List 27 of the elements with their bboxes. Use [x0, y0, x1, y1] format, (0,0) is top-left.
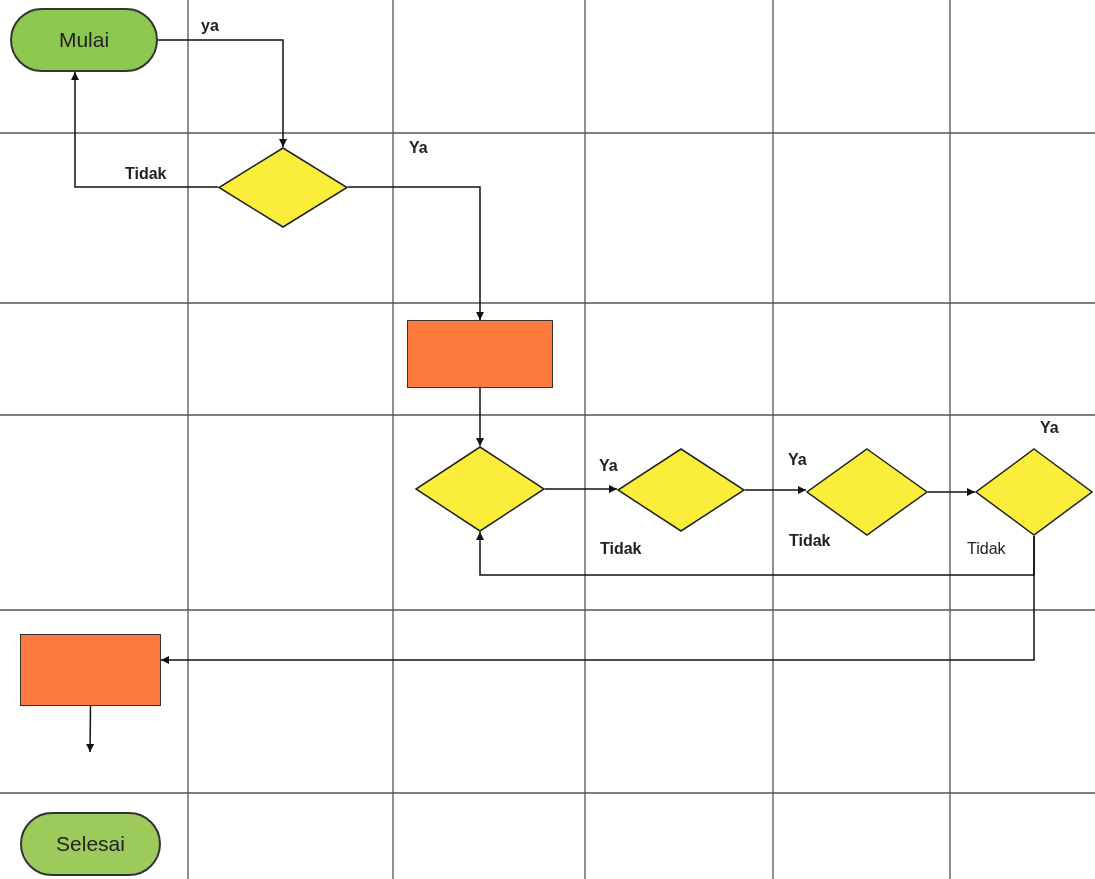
branch-label: Tidak	[789, 533, 831, 549]
arrow	[744, 486, 807, 494]
edge-label: Ya	[787, 452, 808, 468]
decision-diamond	[617, 448, 745, 532]
edge-label: Ya	[408, 140, 429, 156]
decision-diamond	[806, 448, 928, 536]
arrow	[71, 71, 219, 188]
decision-diamond	[415, 446, 545, 532]
terminal-box: Selesai	[20, 812, 161, 876]
arrow	[927, 488, 976, 496]
process-box	[407, 320, 553, 388]
arrow	[86, 705, 95, 753]
process-box	[20, 634, 161, 706]
arrow	[544, 485, 618, 493]
arrow	[476, 531, 1035, 576]
edge-label: Tidak	[124, 166, 168, 182]
arrow	[347, 186, 484, 321]
edge-label: Ya	[598, 458, 619, 474]
branch-label: Tidak	[967, 541, 1006, 557]
decision-diamond	[975, 448, 1093, 536]
decision-diamond	[218, 147, 348, 228]
arrow	[476, 387, 484, 447]
arrow	[157, 39, 287, 148]
terminal-box: Mulai	[10, 8, 158, 72]
arrow	[160, 535, 1035, 664]
branch-label: Tidak	[600, 541, 642, 557]
branch-label: Ya	[1040, 420, 1059, 436]
